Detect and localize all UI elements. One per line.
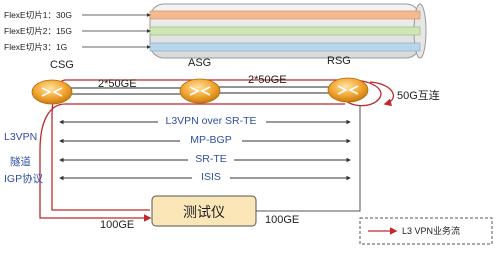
router-asg — [179, 78, 221, 104]
layer-mp-bgp: MP-BGP — [190, 134, 231, 146]
asg-label: ASG — [188, 57, 211, 69]
link-labels: 2*50GE 2*50GE 50G互连 — [98, 74, 440, 102]
flexe-slice-labels: FlexE切片1：30G FlexE切片2：15G FlexE切片3：1G — [4, 10, 72, 52]
flexe-slice-1-bar — [149, 10, 421, 20]
left-label-igp: IGP协议 — [4, 172, 44, 185]
flexe-slice-1-label: FlexE切片1：30G — [4, 10, 72, 20]
tester-rsg-link — [256, 105, 361, 212]
tester-box: 测试仪 — [151, 195, 257, 227]
left-protocol-labels: L3VPN 隧道 IGP协议 — [4, 131, 44, 185]
link-csg-asg-label: 2*50GE — [98, 78, 137, 90]
rsg-loop-label: 50G互连 — [397, 89, 440, 102]
tester-right-link-label: 100GE — [265, 214, 299, 226]
tester-label: 测试仪 — [183, 204, 225, 220]
csg-label: CSG — [50, 59, 74, 71]
flexe-slice-2-label: FlexE切片2：15G — [4, 26, 72, 36]
flexe-slice-3-label: FlexE切片3：1G — [4, 42, 67, 52]
layer-sr-te: SR-TE — [195, 153, 227, 165]
router-arrows-icon — [189, 86, 211, 96]
router-rsg — [327, 77, 369, 103]
layer-isis: ISIS — [201, 171, 221, 183]
router-arrows-icon — [41, 87, 63, 97]
left-label-l3vpn: L3VPN — [4, 131, 37, 143]
tester-left-link-label: 100GE — [100, 219, 134, 231]
router-csg — [31, 79, 73, 105]
flexe-slice-3-bar — [149, 42, 421, 52]
flexe-pipe — [149, 3, 427, 59]
left-label-tunnel: 隧道 — [10, 155, 31, 168]
layer-l3vpn-over-srte: L3VPN over SR-TE — [165, 115, 256, 127]
node-labels: CSG ASG RSG — [50, 55, 351, 71]
legend-flow-label: L3 VPN业务流 — [402, 225, 460, 236]
legend: L3 VPN业务流 — [359, 217, 493, 245]
flexe-slice-2-bar — [149, 26, 421, 36]
rsg-label: RSG — [327, 55, 351, 67]
protocol-layer-labels: L3VPN over SR-TE MP-BGP SR-TE ISIS — [158, 112, 266, 183]
slice-pointer-arrows — [82, 13, 151, 49]
router-arrows-icon — [337, 85, 359, 95]
link-asg-rsg-label: 2*50GE — [248, 74, 287, 86]
physical-links — [60, 86, 345, 95]
tester-link-labels: 100GE 100GE — [100, 214, 299, 231]
